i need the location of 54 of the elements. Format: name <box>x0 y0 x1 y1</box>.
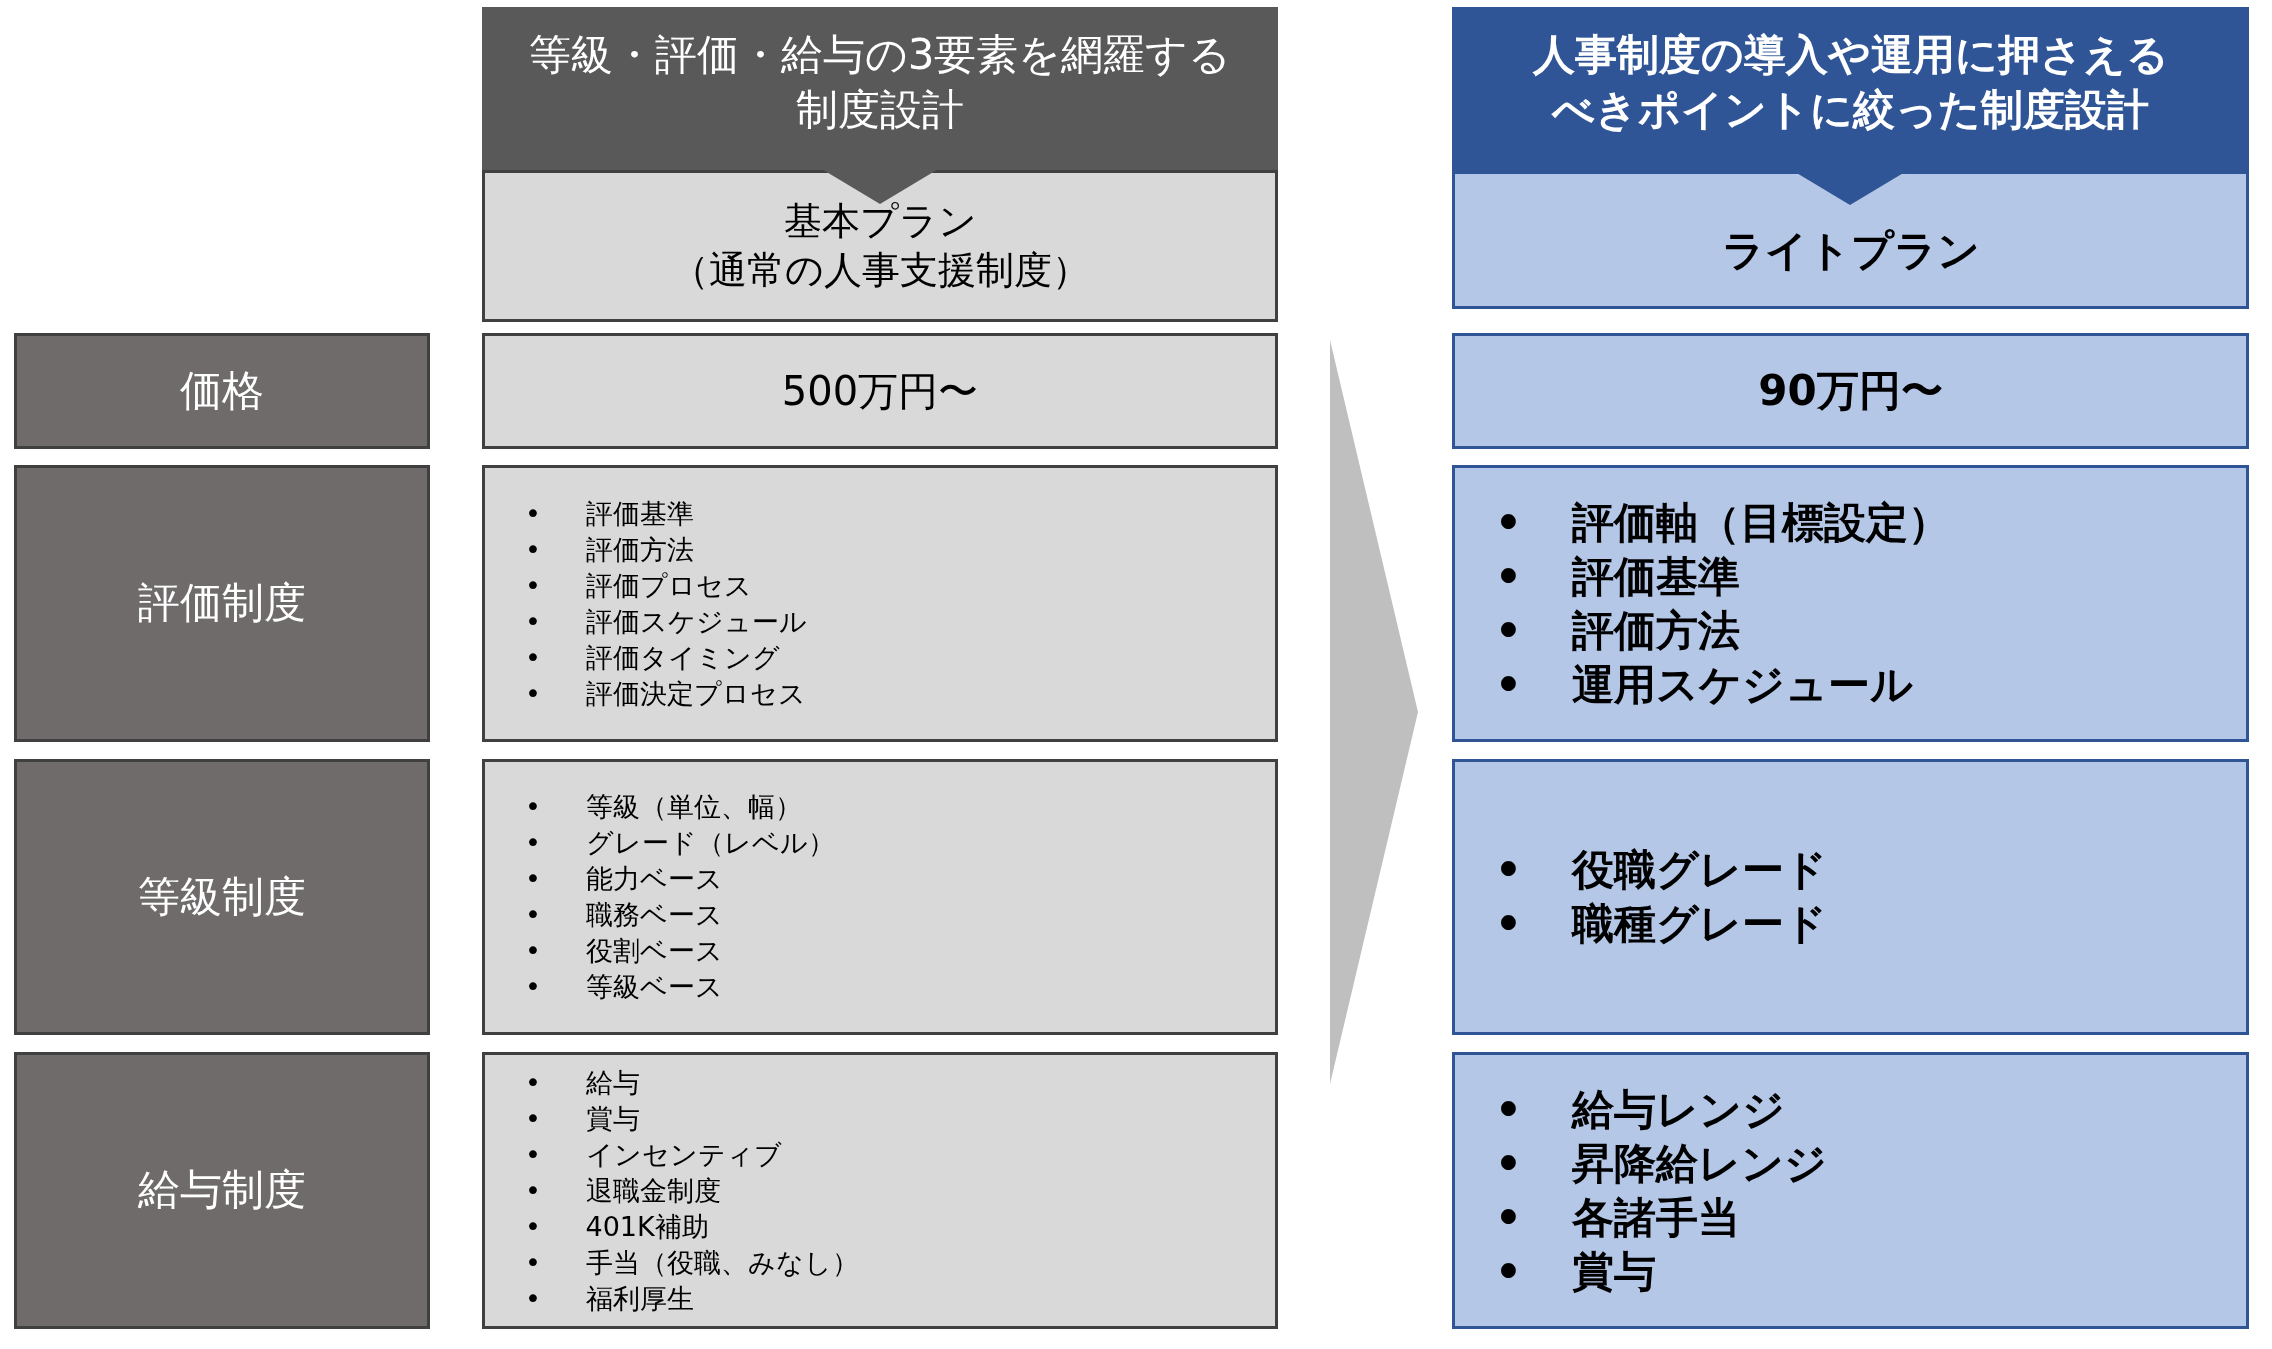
list-item: • 賞与 <box>525 1101 641 1136</box>
price-text: 90万円〜 <box>1758 364 1943 417</box>
list-item: • 退職金制度 <box>525 1173 722 1208</box>
list-item: • 評価プロセス <box>525 568 753 603</box>
list-item: • 等級ベース <box>525 970 724 1004</box>
list-item: • 昇降給レンジ <box>1495 1137 1829 1190</box>
row-label-box <box>14 759 430 1035</box>
list-item: • 役職グレード <box>1495 844 1829 896</box>
plan-name: 基本プラン <box>783 197 977 245</box>
content-box <box>1452 1052 2249 1329</box>
row-label-box <box>14 333 430 449</box>
row-label: 価格 <box>180 364 264 417</box>
list-item: • 評価軸（目標設定） <box>1495 496 1952 549</box>
list-item: • 評価基準 <box>1495 550 1742 603</box>
row-label: 評価制度 <box>138 577 306 630</box>
content-box <box>1452 333 2249 449</box>
plan-box <box>1452 171 2249 309</box>
content-box <box>482 333 1278 449</box>
list-item: • 401K補助 <box>525 1209 710 1244</box>
content-box <box>1452 465 2249 742</box>
list-item: • 評価タイミング <box>525 640 781 675</box>
list-item: • グレード（レベル） <box>525 826 836 860</box>
content-box <box>1452 759 2249 1035</box>
plan-name: （通常の人事支援制度） <box>670 247 1090 294</box>
plan-box <box>482 170 1278 322</box>
list-item: • 評価スケジュール <box>525 604 808 639</box>
list-item: • 役割ベース <box>525 934 724 968</box>
list-item: • 各諸手当 <box>1495 1191 1742 1244</box>
row-label: 等級制度 <box>138 870 306 923</box>
column-title: 人事制度の導入や運用に押さえるべきポイントに絞った制度設計 <box>1531 29 2170 136</box>
list-item: • 賞与 <box>1495 1245 1658 1298</box>
content-box <box>482 1052 1278 1329</box>
list-item: • 給与レンジ <box>1495 1083 1787 1136</box>
list-item: • インセンティブ <box>525 1137 783 1172</box>
list-item: • 福利厚生 <box>525 1281 695 1316</box>
row-label-box <box>14 1052 430 1329</box>
list-item: • 運用スケジュール <box>1495 658 1915 711</box>
list-item: • 評価方法 <box>525 532 695 567</box>
price-text: 500万円〜 <box>781 367 979 416</box>
plan-name: ライトプラン <box>1721 224 1980 277</box>
content-box <box>482 465 1278 742</box>
list-item: • 能力ベース <box>525 862 724 896</box>
content-box <box>482 759 1278 1035</box>
list-item: • 評価決定プロセス <box>525 676 807 711</box>
list-item: • 評価方法 <box>1495 604 1742 657</box>
list-item: • 職種グレード <box>1495 898 1829 950</box>
list-item: • 給与 <box>525 1065 641 1100</box>
list-item: • 等級（単位、幅） <box>525 790 803 824</box>
row-label-box <box>14 465 430 742</box>
list-item: • 評価基準 <box>525 496 695 531</box>
list-item: • 手当（役職、みなし） <box>525 1245 860 1280</box>
row-label: 給与制度 <box>138 1164 306 1217</box>
column-title: 等級・評価・給与の3要素を網羅する制度設計 <box>527 28 1233 136</box>
list-item: • 職務ベース <box>525 898 724 932</box>
